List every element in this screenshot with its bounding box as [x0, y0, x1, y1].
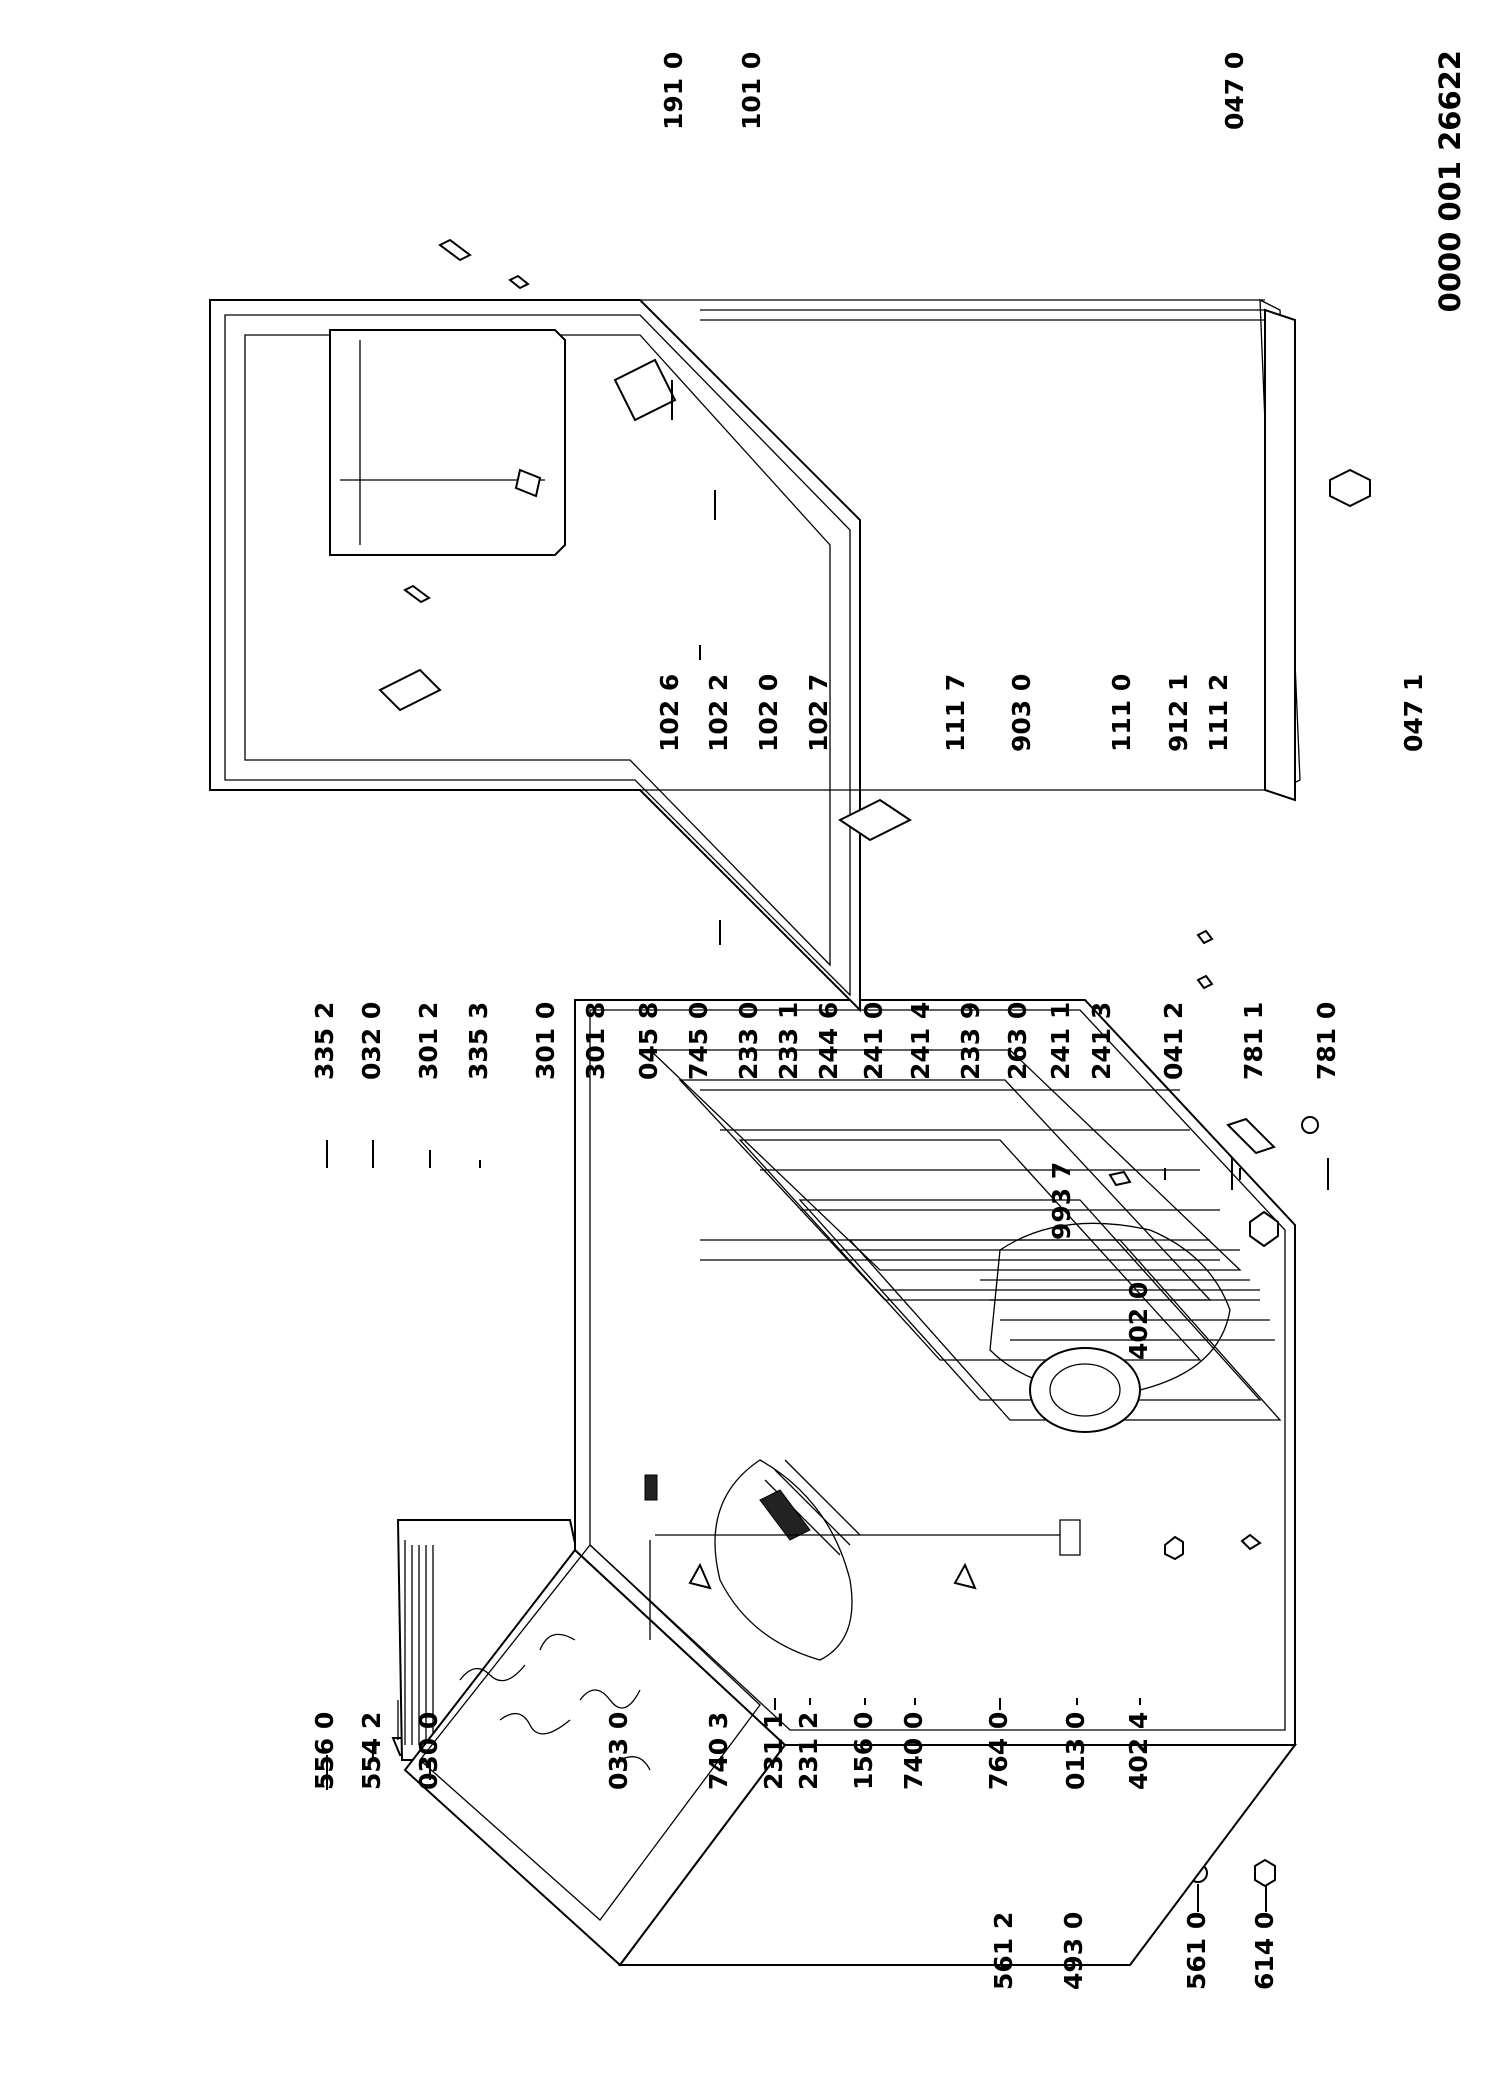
label-101-0: 101 0: [737, 52, 766, 130]
label-781-1: 781 1: [1239, 1002, 1268, 1080]
label-233-0: 233 0: [734, 1002, 763, 1080]
label-233-1: 233 1: [774, 1002, 803, 1080]
label-047-1: 047 1: [1399, 674, 1428, 752]
label-102-6: 102 6: [655, 674, 684, 752]
inner-lid-033-0: [419, 1544, 761, 1921]
label-111-2: 111 2: [1204, 674, 1233, 752]
label-102-7: 102 7: [804, 674, 833, 752]
label-191-0: 191 0: [659, 52, 688, 130]
part-614-0-drawing: [1254, 1858, 1276, 1888]
label-740-3: 740 3: [704, 1712, 733, 1790]
label-912-1: 912 1: [1164, 674, 1193, 752]
label-335-3: 335 3: [464, 1002, 493, 1080]
label-241-1: 241 1: [1046, 1002, 1075, 1080]
label-764-0: 764 0: [984, 1712, 1013, 1790]
label-032-0: 032 0: [357, 1002, 386, 1080]
drain-tube: [649, 1534, 1060, 1640]
cabinet-front: [574, 999, 1296, 1746]
evaporator-group: [714, 1459, 853, 1661]
label-493-0: 493 0: [1059, 1912, 1088, 1990]
label-047-0: 047 0: [1220, 52, 1249, 130]
label-745-0: 745 0: [684, 1002, 713, 1080]
label-111-7: 111 7: [941, 674, 970, 752]
label-231-1: 231 1: [759, 1712, 788, 1790]
label-903-0: 903 0: [1007, 674, 1036, 752]
label-233-9: 233 9: [956, 1002, 985, 1080]
label-013-0: 013 0: [1061, 1712, 1090, 1790]
label-102-2: 102 2: [704, 674, 733, 752]
label-301-0: 301 0: [531, 1002, 560, 1080]
label-102-0: 102 0: [754, 674, 783, 752]
label-561-0: 561 0: [1182, 1912, 1211, 1990]
label-241-0: 241 0: [859, 1002, 888, 1080]
foot-047-0: [1249, 1210, 1279, 1248]
label-041-2: 041 2: [1159, 1002, 1188, 1080]
baskets: [648, 1049, 1282, 1421]
label-033-0: 033 0: [604, 1712, 633, 1790]
label-301-8: 301 8: [581, 1002, 610, 1080]
hinge-111-0: [838, 798, 912, 842]
label-335-2: 335 2: [310, 1002, 339, 1080]
middle-small-parts: [1108, 1116, 1319, 1561]
label-402-4: 402 4: [1124, 1712, 1153, 1790]
leader-lines: [326, 380, 1329, 1790]
label-263-0: 263 0: [1003, 1002, 1032, 1080]
document-number: 0000 001 26622: [1433, 50, 1467, 312]
label-993-7: 993 7: [1047, 1162, 1076, 1240]
label-556-0: 556 0: [310, 1712, 339, 1790]
label-740-0: 740 0: [899, 1712, 928, 1790]
label-244-6: 244 6: [814, 1002, 843, 1080]
label-301-2: 301 2: [414, 1002, 443, 1080]
label-241-4: 241 4: [906, 1002, 935, 1080]
door-stop-111-7: [378, 668, 442, 712]
label-781-0: 781 0: [1312, 1002, 1341, 1080]
label-554-2: 554 2: [357, 1712, 386, 1790]
door-assembly: [209, 238, 1371, 1248]
label-241-3: 241 3: [1087, 1002, 1116, 1080]
label-045-8: 045 8: [634, 1002, 663, 1080]
label-030-0: 030 0: [414, 1712, 443, 1790]
label-111-0: 111 0: [1107, 674, 1136, 752]
compressor-402-0: [1029, 1347, 1141, 1433]
label-156-0: 156 0: [849, 1712, 878, 1790]
label-231-2: 231 2: [794, 1712, 823, 1790]
door-shelf-102-0: [329, 329, 566, 556]
foot-047-1: [1329, 468, 1371, 508]
label-561-2: 561 2: [989, 1912, 1018, 1990]
cabinet-assembly: [391, 999, 1297, 1967]
label-614-0: 614 0: [1250, 1912, 1279, 1990]
label-402-0: 402 0: [1124, 1282, 1153, 1360]
